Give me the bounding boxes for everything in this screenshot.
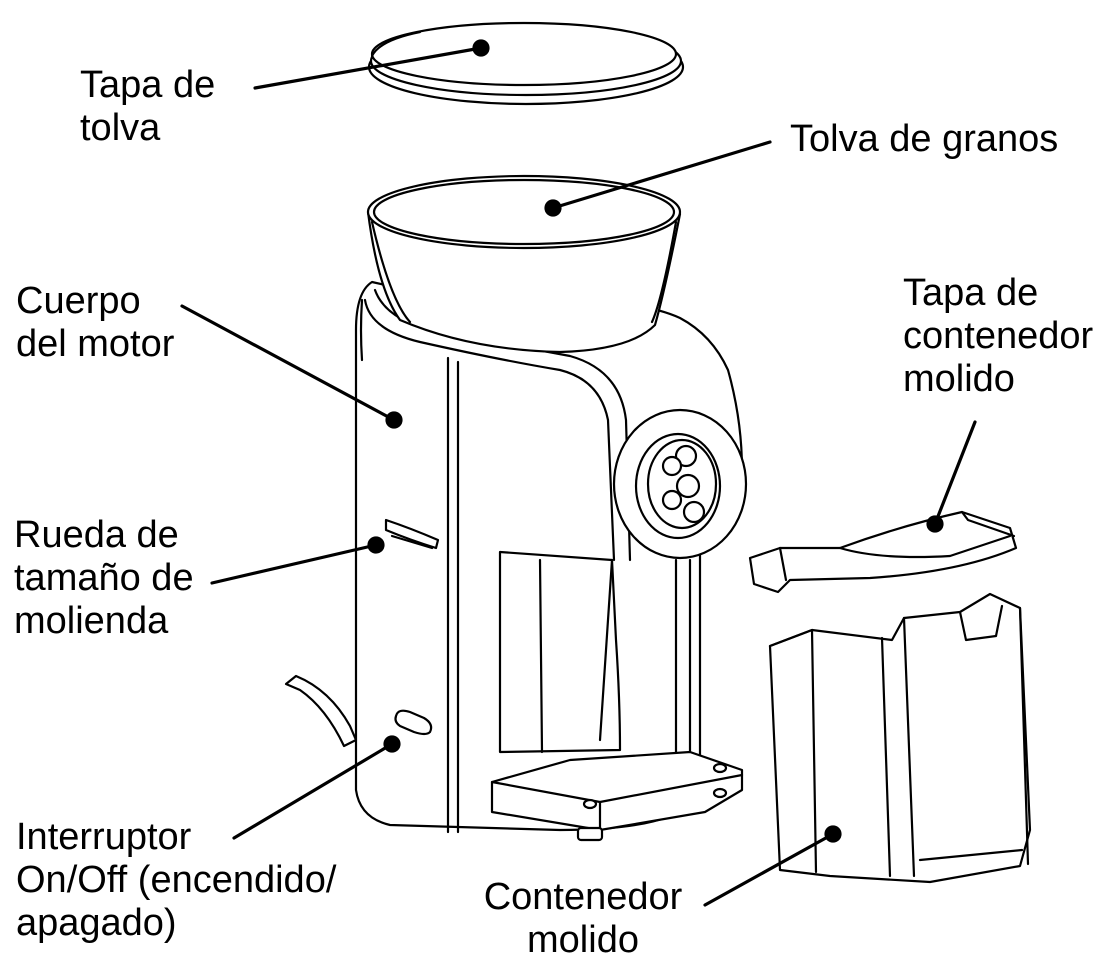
container-lid [748, 510, 1018, 594]
leader-ground-container [703, 825, 842, 907]
label-hopper-lid: Tapa de tolva [80, 64, 215, 150]
hopper-lid [367, 21, 685, 106]
label-line: Rueda de [14, 514, 179, 556]
label-line: Tapa de [80, 64, 216, 106]
label-line: del motor [16, 323, 175, 365]
label-switch: Interruptor On/Off (encendido/ apagado) [16, 816, 336, 945]
label-line: molienda [14, 600, 169, 642]
label-ground-container: Contenedor molido [470, 876, 696, 962]
label-line: tamaño de [14, 557, 194, 599]
label-bean-hopper: Tolva de granos [790, 118, 1058, 161]
motor-body [284, 280, 744, 842]
label-line: Cuerpo [16, 280, 141, 322]
label-line: On/Off (encendido/ [16, 859, 337, 901]
leader-bean-hopper [544, 140, 772, 217]
label-line: tolva [80, 107, 161, 149]
label-container-lid: Tapa de contenedor molido [903, 272, 1093, 401]
label-motor-body: Cuerpo del motor [16, 280, 174, 366]
grind-dial [612, 408, 748, 560]
label-line: apagado) [16, 902, 177, 944]
leader-grind-wheel [210, 536, 385, 585]
ground-container [768, 592, 1032, 884]
label-grind-wheel: Rueda de tamaño de molienda [14, 514, 194, 643]
label-line: Interruptor [16, 816, 192, 858]
leader-motor-body [180, 304, 403, 429]
label-line: molido [527, 919, 639, 961]
label-line: Tapa de [903, 272, 1039, 314]
label-line: contenedor [903, 315, 1094, 357]
bean-hopper [366, 174, 682, 354]
leader-hopper-lid [253, 39, 490, 90]
label-line: Contenedor [483, 876, 683, 918]
label-line: Tolva de granos [790, 118, 1059, 160]
label-line: molido [903, 358, 1015, 400]
leader-switch [232, 735, 401, 840]
leader-container-lid [926, 420, 977, 533]
